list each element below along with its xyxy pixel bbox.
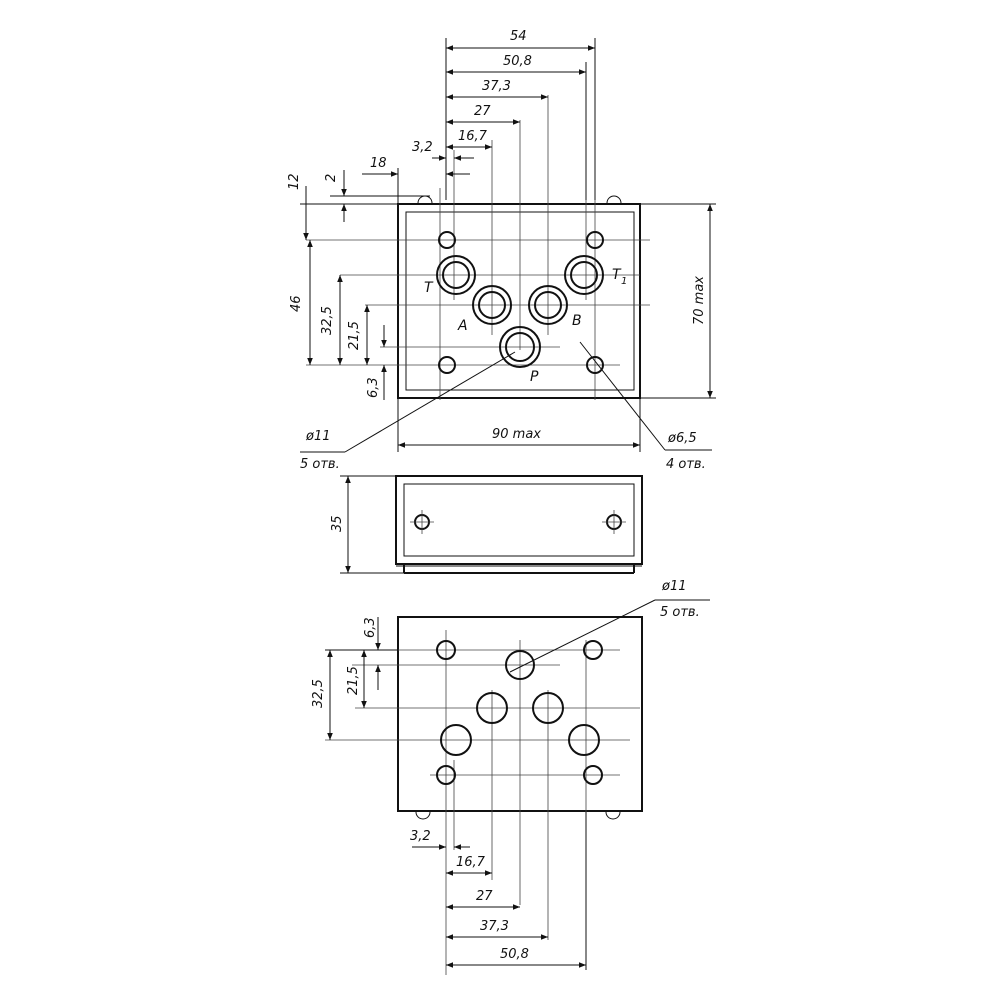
bottom-hole-br [583, 765, 603, 785]
port-T1 [564, 255, 604, 295]
side-view-outline [395, 475, 643, 565]
dim-35: 35 [330, 515, 345, 532]
port-label-T1-sub: 1 [621, 276, 627, 287]
dim-3-2: 3,2 [412, 140, 433, 155]
side-view-inner-outline [403, 483, 635, 557]
dim-50-8: 50,8 [503, 54, 532, 69]
dim-27: 27 [474, 104, 491, 119]
callout-count-5: 5 отв. [300, 457, 340, 472]
side-view: 35 [330, 475, 643, 574]
port-B [528, 285, 568, 325]
dim-21-5: 21,5 [347, 321, 362, 350]
dim-12: 12 [287, 173, 302, 190]
port-label-P: P [530, 369, 539, 385]
dim-54: 54 [510, 29, 527, 44]
port-A [472, 285, 512, 325]
bottom-port-A [476, 692, 508, 724]
bottom-dim-21-5: 21,5 [346, 666, 361, 695]
bottom-dim-37-3: 37,3 [480, 919, 509, 934]
port-label-B: B [572, 313, 582, 329]
bottom-dim-6-3: 6,3 [363, 617, 378, 638]
bottom-callout-dia-11: ø11 [661, 579, 687, 594]
callout-dia-6-5: ø6,5 [667, 431, 697, 446]
bottom-port-P [505, 650, 535, 680]
port-P [499, 326, 541, 368]
bottom-port-T1 [568, 724, 600, 756]
dim-2: 2 [324, 174, 339, 182]
top-view: T A B P T 1 54 50,8 37,3 27 16,7 3,2 18 [287, 29, 716, 472]
dim-90-max: 90 max [492, 427, 541, 442]
dim-32-5: 32,5 [320, 306, 335, 335]
bottom-corner-bolt-right [605, 811, 621, 820]
dim-18: 18 [370, 156, 387, 171]
port-label-T: T [424, 280, 434, 296]
callout-dia-11: ø11 [305, 429, 331, 444]
dim-16-7: 16,7 [458, 129, 488, 144]
mounting-hole-tr [586, 231, 604, 249]
bottom-port-T [440, 724, 472, 756]
bottom-callout-count-5: 5 отв. [660, 605, 700, 620]
bottom-dim-27: 27 [476, 889, 493, 904]
bottom-corner-bolt-left [415, 811, 431, 820]
bottom-port-B [532, 692, 564, 724]
port-T [436, 255, 476, 295]
dim-37-3: 37,3 [482, 79, 511, 94]
bottom-hole-tl [436, 640, 456, 660]
port-label-T1: T [612, 267, 622, 283]
dim-6-3: 6,3 [366, 377, 381, 398]
mounting-hole-br [586, 356, 604, 374]
callout-count-4: 4 отв. [666, 457, 706, 472]
bottom-view: ø11 5 отв. 6,3 21,5 32,5 3,2 16,7 27 37,… [311, 579, 710, 975]
dim-46: 46 [289, 295, 304, 312]
bottom-hole-bl [436, 765, 456, 785]
top-view-outline [397, 203, 641, 399]
bottom-dim-3-2: 3,2 [410, 829, 431, 844]
top-corner-bolt-left [417, 195, 433, 204]
port-label-A: A [457, 318, 468, 334]
mounting-hole-tl [438, 231, 456, 249]
bottom-hole-tr [583, 640, 603, 660]
top-corner-bolt-right [606, 195, 622, 204]
bottom-dim-50-8: 50,8 [500, 947, 529, 962]
bottom-dim-16-7: 16,7 [456, 855, 486, 870]
dim-70-max: 70 max [692, 276, 707, 325]
mounting-hole-bl [438, 356, 456, 374]
bottom-dim-32-5: 32,5 [311, 679, 326, 708]
